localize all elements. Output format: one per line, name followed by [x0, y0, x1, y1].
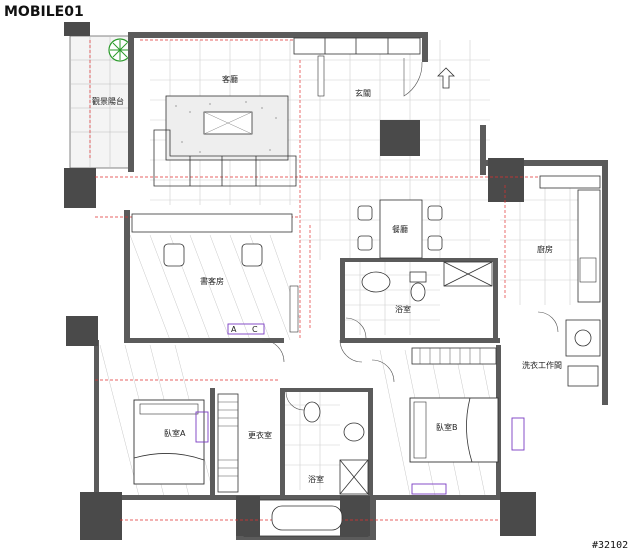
- label-dining: 餐廳: [392, 224, 408, 234]
- label-guest-room: 書客房: [200, 276, 224, 286]
- cabinet-top: [293, 37, 421, 97]
- guest-room-furniture: [131, 213, 299, 333]
- label-closet: 更衣室: [248, 430, 272, 440]
- label-bedroom-b: 臥室B: [436, 422, 458, 432]
- watermark-id: #32102: [592, 540, 628, 551]
- beds: [133, 397, 499, 485]
- label-entrance: 玄關: [355, 88, 371, 98]
- label-living-room: 客廳: [222, 74, 238, 84]
- section-markers: [195, 323, 525, 495]
- logo-text: MOBILE01: [4, 4, 84, 20]
- door-swings: [261, 58, 559, 411]
- marker-a-text: A: [231, 325, 237, 334]
- label-kitchen: 廚房: [537, 244, 553, 254]
- bathroom-fixtures: [361, 261, 493, 302]
- structural-columns: [64, 12, 536, 540]
- entrance-arrow-icon: [437, 67, 455, 89]
- label-balcony: 觀景陽台: [92, 96, 124, 106]
- brand-logo: MOBILE01: [0, 0, 128, 22]
- label-utility: 洗衣工作間: [522, 360, 562, 370]
- label-bath-second: 浴室: [308, 474, 324, 484]
- watermark: #32102: [588, 536, 640, 552]
- marker-c-text: C: [252, 325, 258, 334]
- kitchen-counter: [539, 175, 601, 303]
- label-bath-main: 浴室: [395, 304, 411, 314]
- wardrobes: [217, 347, 497, 493]
- plant-icon: [108, 38, 132, 62]
- dining-set: [357, 199, 443, 259]
- utility-fixtures: [565, 319, 601, 387]
- label-bedroom-a: 臥室A: [164, 428, 186, 438]
- second-bathroom-fixtures: [271, 401, 369, 531]
- living-room-furniture: [153, 95, 297, 187]
